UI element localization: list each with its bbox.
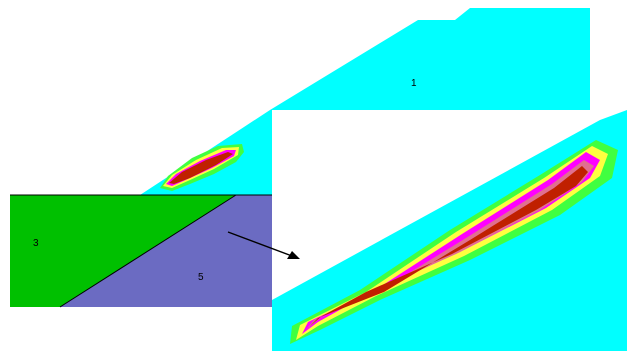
plastic-zone-core xyxy=(310,166,588,326)
region-label-3: 3 xyxy=(33,238,39,249)
arrow-right-icon xyxy=(227,231,300,259)
region-label-5: 5 xyxy=(198,272,204,283)
plastic-zone-magenta xyxy=(302,152,600,334)
region-label-1: 1 xyxy=(411,78,417,89)
plastic-zone-pink xyxy=(306,160,594,330)
diagonal-boundary-line xyxy=(59,194,237,308)
soil-region-5 xyxy=(60,195,275,307)
zoom-inset xyxy=(272,110,627,351)
small-plastic-zone xyxy=(160,144,244,191)
soil-region-3 xyxy=(10,195,236,307)
